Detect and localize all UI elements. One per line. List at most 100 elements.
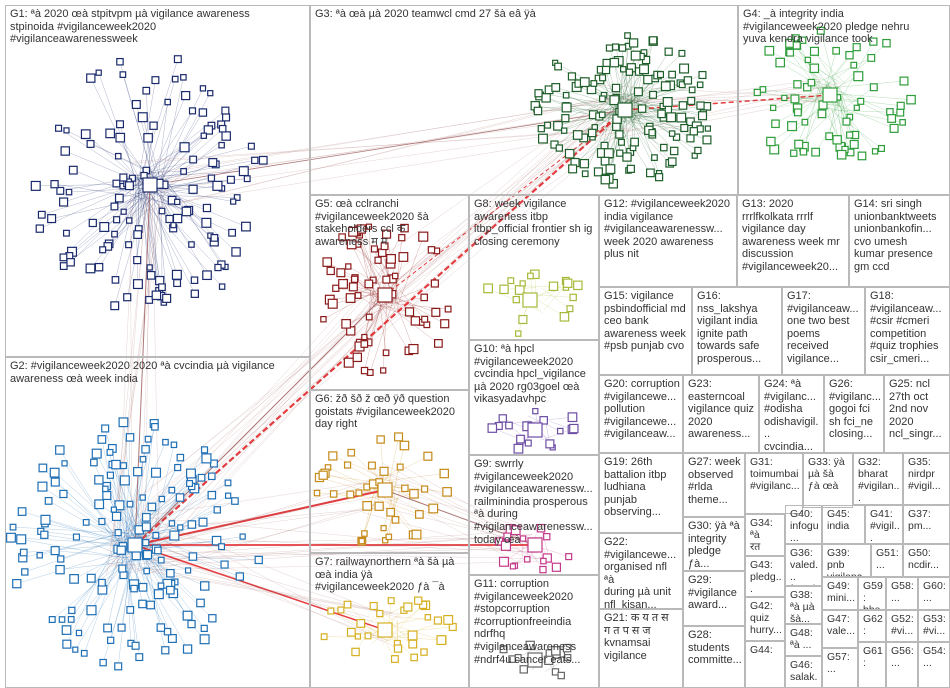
group-box-g19: G19: 26th battalion itbp ludhiana punjab… bbox=[599, 453, 683, 533]
group-box-g16: G16: nss_lakshya vigilant india ignite p… bbox=[692, 287, 782, 375]
group-label-g21: G21: क य त स ग त प स ज kvnamsai vigilanc… bbox=[604, 612, 680, 662]
group-label-g22: G22: #vigilancewe... organised nfl ªà du… bbox=[604, 536, 680, 609]
group-box-g28: G28: students committe... bbox=[683, 626, 745, 688]
group-label-g44: G44: bbox=[750, 644, 782, 656]
group-label-g14: G14: sri singh unionbanktweets unionbank… bbox=[854, 198, 947, 274]
group-label-g61: G61: bbox=[863, 645, 883, 669]
group-label-g15: G15: vigilance psbindofficial md ceo ban… bbox=[604, 290, 689, 353]
group-label-g45: G45: india bbox=[827, 508, 862, 532]
group-label-g23: G23: easterncoal vigilance quiz 2020 awa… bbox=[688, 378, 756, 441]
group-box-g49: G49: mini... bbox=[822, 577, 858, 610]
group-label-g49: G49: mini... bbox=[827, 580, 855, 604]
group-box-g46: G46: salak... vigila... bbox=[785, 656, 822, 688]
group-label-g8: G8: week vigilance awareness itbp itbp_o… bbox=[474, 198, 596, 248]
group-label-g11: G11: corruption #vigilanceweek2020 #stop… bbox=[474, 578, 596, 666]
group-label-g33: G33: ÿà µà šà ƒà œà bbox=[808, 456, 850, 492]
group-box-g5: G5: œà cclranchi #vigilanceweek2020 šà s… bbox=[310, 195, 469, 390]
group-box-g58: G58: ... bbox=[886, 577, 918, 610]
group-box-g10: G10: ªà hpcl #vigilanceweek2020 cvcindia… bbox=[469, 340, 599, 455]
group-box-g9: G9: swrrly #vigilanceweek2020 #vigilance… bbox=[469, 455, 599, 575]
group-box-g26: G26: #vigilanc... gogoi fci sh fci_ne cl… bbox=[824, 375, 884, 453]
group-label-g43: G43: pledg... bbox=[750, 559, 782, 595]
group-label-g25: G25: ncl 27th oct 2nd nov 2020 ncl_singr… bbox=[889, 378, 947, 441]
group-label-g27: G27: week observed #rlda theme... bbox=[688, 456, 742, 506]
group-label-g37: G37: pm... bbox=[908, 508, 947, 532]
group-box-g7: G7: railwaynorthern ªà šà µà œà india ÿà… bbox=[310, 553, 469, 688]
group-label-g60: G60: ... bbox=[923, 580, 947, 604]
group-label-g53: G53: #vi... bbox=[923, 613, 947, 637]
group-label-g9: G9: swrrly #vigilanceweek2020 #vigilance… bbox=[474, 458, 596, 546]
group-box-g41: G41: #vigil... bbox=[865, 505, 903, 544]
group-label-g6: G6: žð šð ž œð ÿð question goistats #vig… bbox=[315, 393, 466, 431]
group-box-g52: G52: #vi... bbox=[886, 610, 918, 642]
group-label-g28: G28: students committe... bbox=[688, 629, 742, 667]
group-label-g12: G12: #vigilanceweek2020 india vigilance … bbox=[604, 198, 734, 261]
group-label-g56: G56: ... bbox=[891, 645, 915, 669]
group-label-g18: G18: #vigilanceaw... #csir #cmeri compet… bbox=[870, 290, 947, 366]
group-label-g57: G57: ... bbox=[827, 651, 855, 675]
group-label-g46: G46: salak... vigila... bbox=[790, 659, 819, 688]
group-box-g11: G11: corruption #vigilanceweek2020 #stop… bbox=[469, 575, 599, 688]
group-label-g39: G39: pnb vigilanc... bbox=[827, 547, 868, 577]
group-box-g59: G59: bha... bbox=[858, 577, 886, 610]
group-label-g31: G31: toimumbai #vigilanc... bbox=[750, 456, 800, 492]
group-box-g39: G39: pnb vigilanc... bbox=[822, 544, 871, 577]
group-box-g60: G60: ... bbox=[918, 577, 950, 610]
group-box-g1: G1: ªà 2020 œà stpitvpm µà vigilance awa… bbox=[5, 5, 310, 357]
group-box-g48: G48: ªà ... ... bbox=[785, 624, 822, 656]
group-label-g50: G50: ncdir... bbox=[908, 547, 947, 571]
group-label-g1: G1: ªà 2020 œà stpitvpm µà vigilance awa… bbox=[10, 8, 307, 46]
group-box-g15: G15: vigilance psbindofficial md ceo ban… bbox=[599, 287, 692, 375]
group-label-g3: G3: ªà œà µà 2020 teamwcl cmd 27 šà eâ ÿ… bbox=[315, 8, 735, 21]
group-box-g2: G2: #vigilanceweek2020 2020 ªà cvcindia … bbox=[5, 357, 310, 688]
group-box-g62: G62: ... bbox=[858, 610, 886, 642]
group-box-g20: G20: corruption #vigilancewe... pollutio… bbox=[599, 375, 683, 453]
group-box-g53: G53: #vi... bbox=[918, 610, 950, 642]
group-box-g34: G34: ªà रत #sout... bbox=[745, 514, 785, 556]
group-box-g54: G54: ... bbox=[918, 642, 950, 688]
group-box-g6: G6: žð šð ž œð ÿð question goistats #vig… bbox=[310, 390, 469, 553]
group-box-g18: G18: #vigilanceaw... #csir #cmeri compet… bbox=[865, 287, 950, 375]
group-box-g8: G8: week vigilance awareness itbp itbp_o… bbox=[469, 195, 599, 340]
group-box-g43: G43: pledg... bbox=[745, 556, 785, 597]
group-label-g42: G42: quiz hurry... bbox=[750, 600, 782, 636]
group-box-g3: G3: ªà œà µà 2020 teamwcl cmd 27 šà eâ ÿ… bbox=[310, 5, 738, 195]
group-label-g52: G52: #vi... bbox=[891, 613, 915, 637]
group-box-g36: G36: valed... functi... bbox=[785, 544, 822, 586]
group-box-g33: G33: ÿà µà šà ƒà œà bbox=[803, 453, 853, 508]
group-label-g7: G7: railwaynorthern ªà šà µà œà india ÿà… bbox=[315, 556, 466, 594]
group-label-g59: G59: bha... bbox=[863, 580, 883, 610]
group-box-g37: G37: pm... bbox=[903, 505, 950, 544]
group-label-g58: G58: ... bbox=[891, 580, 915, 604]
group-box-g29: G29: #vigilance award... bbox=[683, 571, 745, 626]
group-box-g45: G45: india bbox=[822, 505, 865, 544]
group-label-g51: G51: ... bbox=[876, 547, 900, 571]
group-box-g12: G12: #vigilanceweek2020 india vigilance … bbox=[599, 195, 737, 287]
group-box-g38: G38: ªà µà šà... bbox=[785, 586, 822, 624]
group-box-g56: G56: ... bbox=[886, 642, 918, 688]
group-label-g29: G29: #vigilance award... bbox=[688, 574, 742, 612]
group-box-g23: G23: easterncoal vigilance quiz 2020 awa… bbox=[683, 375, 759, 453]
group-box-g61: G61: bbox=[858, 642, 886, 688]
group-label-g24: G24: ªà #vigilanc... #odisha odishavigil… bbox=[764, 378, 821, 453]
group-label-g4: G4: _à integrity india #vigilanceweek202… bbox=[743, 8, 947, 46]
group-box-g4: G4: _à integrity india #vigilanceweek202… bbox=[738, 5, 950, 195]
group-label-g32: G32: bharat #vigilan... bbox=[858, 456, 900, 504]
group-label-g48: G48: ªà ... ... bbox=[790, 627, 819, 656]
group-label-g5: G5: œà cclranchi #vigilanceweek2020 šà s… bbox=[315, 198, 466, 248]
group-label-g10: G10: ªà hpcl #vigilanceweek2020 cvcindia… bbox=[474, 343, 596, 406]
group-label-g30: G30: ÿà ªà integrity pledge ƒà... bbox=[688, 520, 742, 570]
group-box-g44: G44: bbox=[745, 641, 785, 688]
group-box-g17: G17: #vigilanceaw... one two best poems … bbox=[782, 287, 865, 375]
group-label-g41: G41: #vigil... bbox=[870, 508, 900, 544]
group-box-g57: G57: ... bbox=[822, 648, 858, 688]
group-label-g19: G19: 26th battalion itbp ludhiana punjab… bbox=[604, 456, 680, 519]
group-label-g2: G2: #vigilanceweek2020 2020 ªà cvcindia … bbox=[10, 360, 307, 385]
group-box-g47: G47: vale... bbox=[822, 610, 858, 648]
group-label-g26: G26: #vigilanc... gogoi fci sh fci_ne cl… bbox=[829, 378, 881, 441]
group-box-g32: G32: bharat #vigilan... bbox=[853, 453, 903, 505]
group-label-g36: G36: valed... functi... bbox=[790, 547, 819, 586]
group-box-g14: G14: sri singh unionbanktweets unionbank… bbox=[849, 195, 950, 287]
group-label-g38: G38: ªà µà šà... bbox=[790, 589, 819, 624]
group-label-g40: G40: infogu... bbox=[790, 508, 819, 544]
